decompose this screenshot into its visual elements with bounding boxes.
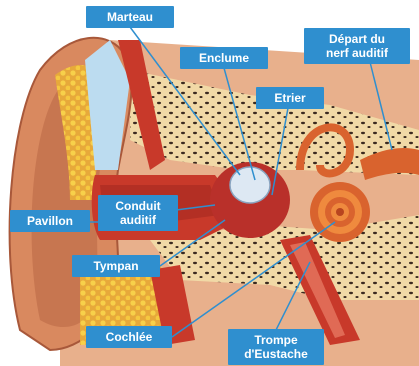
label-depart-nerf-auditif: Départ du nerf auditif bbox=[304, 28, 410, 64]
label-enclume: Enclume bbox=[180, 47, 268, 69]
label-trompe-eustache: Trompe d'Eustache bbox=[228, 329, 324, 365]
label-conduit-auditif: Conduit auditif bbox=[98, 195, 178, 231]
label-cochlee: Cochlée bbox=[86, 326, 172, 348]
label-pavillon: Pavillon bbox=[10, 210, 90, 232]
label-tympan: Tympan bbox=[72, 255, 160, 277]
label-marteau: Marteau bbox=[86, 6, 174, 28]
ossicles bbox=[230, 167, 270, 203]
label-etrier: Etrier bbox=[256, 87, 324, 109]
